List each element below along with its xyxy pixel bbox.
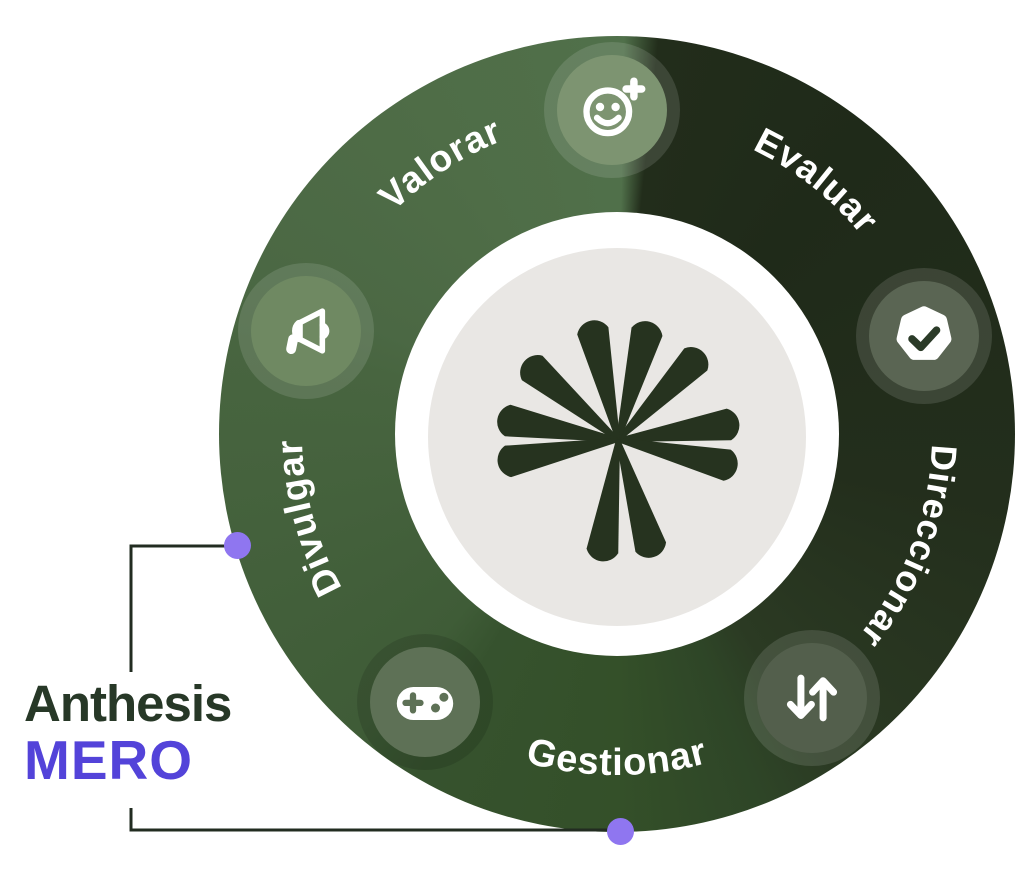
game-controller-icon	[370, 647, 480, 757]
smiley-plus-icon	[557, 55, 667, 165]
brand-product-logo: MERO	[24, 729, 193, 792]
brand-company-name: Anthesis	[24, 675, 232, 732]
megaphone-icon	[251, 276, 361, 386]
brand-block: Anthesis MERO	[24, 672, 238, 792]
connector-dot-divulgar	[224, 532, 251, 559]
check-seal-icon	[869, 281, 979, 391]
connector-dot-gestionar	[607, 818, 634, 845]
arrows-up-down-icon	[757, 643, 867, 753]
